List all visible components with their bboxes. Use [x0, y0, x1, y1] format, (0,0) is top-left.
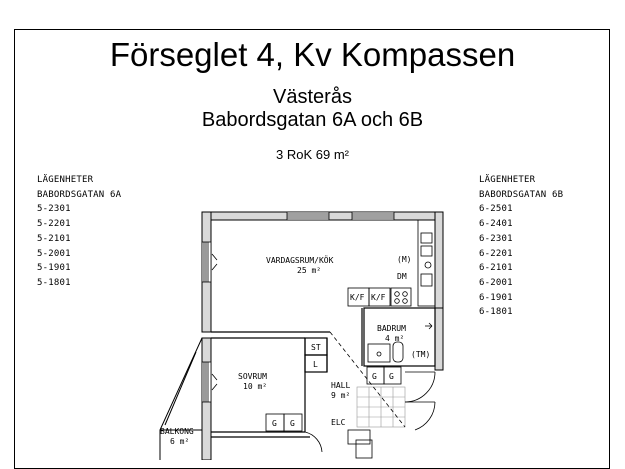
- list-heading: LÄGENHETER: [479, 175, 536, 185]
- window-top-left: [286, 211, 330, 221]
- wardrobe-label: G: [290, 419, 295, 428]
- exterior-walls: [201, 211, 444, 460]
- page-title: Förseglet 4, Kv Kompassen: [109, 36, 516, 73]
- fridge-freezer-label: K/F: [350, 293, 365, 302]
- bathroom-name: BADRUM: [377, 324, 406, 333]
- list-subheading: BABORDSGATAN 6B: [479, 189, 564, 200]
- list-item: 6-2001: [479, 277, 513, 288]
- door-swings: [304, 371, 436, 453]
- elc-box: [347, 429, 373, 459]
- list-item: 6-2401: [479, 219, 513, 230]
- microwave-label: (M): [397, 255, 411, 264]
- living-room-name: VARDAGSRUM/KÖK: [266, 255, 334, 265]
- apartment-size-label: 3 RoK 69 m²: [276, 147, 349, 162]
- list-item: 5-2301: [37, 204, 71, 215]
- list-item: 5-2101: [37, 233, 71, 244]
- list-item: 5-2201: [37, 219, 71, 230]
- living-room-area: 25 m²: [297, 266, 321, 275]
- window-left-bedroom: [201, 361, 212, 403]
- list-item: 6-2501: [479, 204, 513, 215]
- dishwasher-label: DM: [397, 272, 407, 281]
- wardrobe-label: G: [372, 372, 377, 381]
- electric-cabinet-label: ELC: [331, 418, 346, 427]
- window-left-living: [201, 241, 212, 283]
- bathroom-fixtures: [367, 322, 433, 363]
- city-label: Västerås: [273, 86, 352, 108]
- bedroom-name: SOVRUM: [238, 372, 267, 381]
- bedroom-area: 10 m²: [243, 382, 267, 391]
- dashed-diagonal: [329, 331, 406, 428]
- wardrobe-label: G: [272, 419, 277, 428]
- balcony: [159, 337, 203, 460]
- apartment-list-6a: LÄGENHETER BABORDSGATAN 6A 5-2301 5-2201…: [37, 173, 121, 291]
- list-item: 6-1801: [479, 307, 513, 318]
- window-top-right: [351, 211, 395, 221]
- list-item: 5-1801: [37, 277, 71, 288]
- apartment-list-6b: LÄGENHETER BABORDSGATAN 6B 6-2501 6-2401…: [479, 173, 563, 320]
- list-item: 6-2101: [479, 263, 513, 274]
- street-label: Babordsgatan 6A och 6B: [201, 109, 424, 131]
- list-heading: LÄGENHETER: [37, 175, 94, 185]
- list-item: 6-2301: [479, 233, 513, 244]
- list-subheading: BABORDSGATAN 6A: [37, 189, 122, 200]
- list-item: 6-2201: [479, 248, 513, 259]
- balcony-name: BALKONG: [160, 427, 194, 436]
- hall-area: 9 m²: [331, 391, 350, 400]
- list-item: 5-2001: [37, 248, 71, 259]
- storage-label: ST: [311, 343, 321, 352]
- bathroom-area: 4 m²: [385, 334, 404, 343]
- interior-walls: [211, 307, 436, 438]
- kitchen-counter: [347, 219, 436, 307]
- wardrobe-label: G: [389, 372, 394, 381]
- list-item: 6-1901: [479, 292, 513, 303]
- wardrobe-boxes: [265, 366, 402, 432]
- left-wall-marks: [211, 253, 218, 391]
- hall-closet-hatch: [356, 386, 406, 428]
- list-item: 5-1901: [37, 263, 71, 274]
- balcony-area: 6 m²: [170, 437, 189, 446]
- hall-name: HALL: [331, 381, 350, 390]
- linen-label: L: [313, 360, 318, 369]
- fridge-freezer-label: K/F: [371, 293, 386, 302]
- washing-machine-label: (TM): [411, 350, 430, 359]
